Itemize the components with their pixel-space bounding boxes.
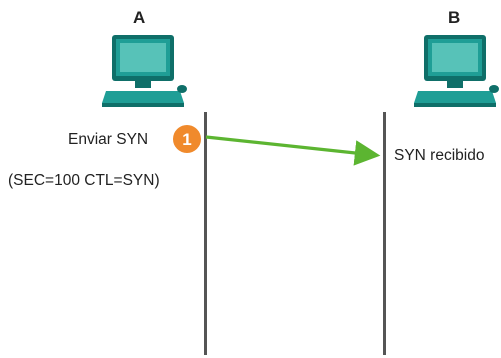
host-a-timeline — [204, 112, 207, 355]
send-syn-label: Enviar SYN — [68, 131, 149, 148]
syn-detail-label: (SEC=100 CTL=SYN) — [8, 172, 160, 189]
host-b-timeline — [383, 112, 386, 355]
syn-received-label: SYN recibido — [394, 147, 485, 164]
host-a-label: A — [133, 8, 146, 27]
step-1-badge: 1 — [171, 123, 203, 155]
svg-text:1: 1 — [182, 130, 191, 149]
host-b-label: B — [448, 8, 461, 27]
computer-icon — [102, 35, 187, 107]
computer-icon — [414, 35, 499, 107]
